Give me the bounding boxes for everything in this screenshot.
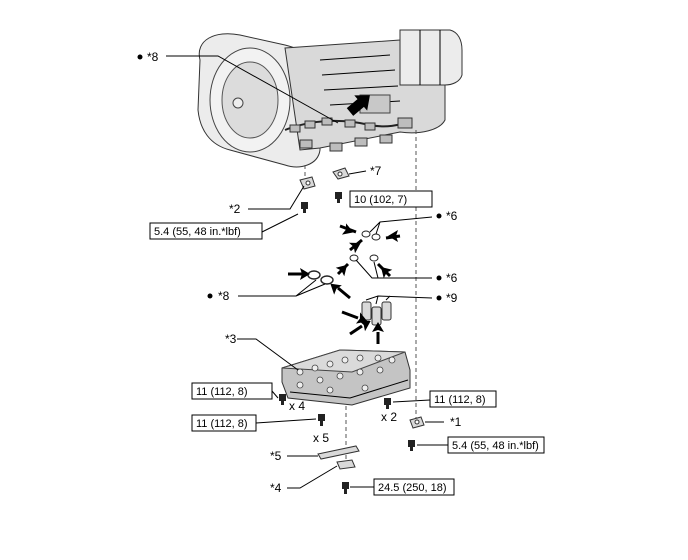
bolt-icon xyxy=(342,482,349,494)
torque-value-right: 11 (112, 8) xyxy=(434,394,486,406)
torque-value-star2: 5.4 (55, 48 in.*lbf) xyxy=(154,226,241,238)
bullet-dot-icon xyxy=(436,295,442,301)
callout-star4: *4 xyxy=(270,481,282,495)
callout-star8-left: *8 xyxy=(218,289,230,303)
bolt-icon xyxy=(408,440,415,451)
bullet-dot-icon xyxy=(436,213,442,219)
callout-star8-top: *8 xyxy=(147,50,159,64)
quantity-x5: x 5 xyxy=(313,431,329,445)
o-rings-star8 xyxy=(307,270,334,285)
torque-box-star4 xyxy=(373,478,455,496)
quantity-x4: x 4 xyxy=(289,399,305,413)
torque-value-left-b: 11 (112, 8) xyxy=(196,418,248,430)
part-star2 xyxy=(299,176,316,190)
transmission-case xyxy=(197,29,463,168)
arrow-icon xyxy=(346,95,370,116)
bullet-dot-icon xyxy=(137,54,143,60)
callout-star5: *5 xyxy=(270,449,282,463)
torque-box-star1 xyxy=(447,436,545,454)
torque-value-left-a: 11 (112, 8) xyxy=(196,386,248,398)
quantity-x2: x 2 xyxy=(381,410,397,424)
callout-star9: *9 xyxy=(446,291,458,305)
torque-box-left-a xyxy=(191,382,273,400)
bolt-icon xyxy=(318,414,325,426)
torque-box-left-b xyxy=(191,414,257,432)
callout-star6-lower: *6 xyxy=(446,271,458,285)
bolt-icon xyxy=(335,192,342,203)
callout-star3: *3 xyxy=(225,332,237,346)
detent-spring-star5 xyxy=(317,445,360,460)
callout-star6-upper: *6 xyxy=(446,209,458,223)
bullet-dot-icon xyxy=(207,293,213,299)
callout-star2: *2 xyxy=(229,202,241,216)
bullet-dot-icon xyxy=(436,275,442,281)
check-balls-star6-upper xyxy=(361,230,381,241)
torque-value-star4: 24.5 (250, 18) xyxy=(378,482,447,494)
callout-star7: *7 xyxy=(370,164,382,178)
torque-box-right xyxy=(429,390,497,408)
bolt-icon xyxy=(279,394,286,405)
callout-star1: *1 xyxy=(450,415,462,429)
torque-value-star1: 5.4 (55, 48 in.*lbf) xyxy=(452,440,539,452)
bolt-icon xyxy=(384,398,391,409)
part-star7 xyxy=(332,167,350,180)
torque-value-star7: 10 (102, 7) xyxy=(354,194,407,206)
part-star1 xyxy=(409,416,425,429)
torque-box-star7 xyxy=(349,190,433,208)
bracket-star4 xyxy=(336,459,356,470)
check-balls-star6-lower xyxy=(349,254,379,262)
accumulator-pistons-star9 xyxy=(361,301,392,326)
torque-box-star2 xyxy=(149,222,263,240)
bolt-icon xyxy=(301,202,308,213)
valve-body-star3 xyxy=(281,349,411,406)
